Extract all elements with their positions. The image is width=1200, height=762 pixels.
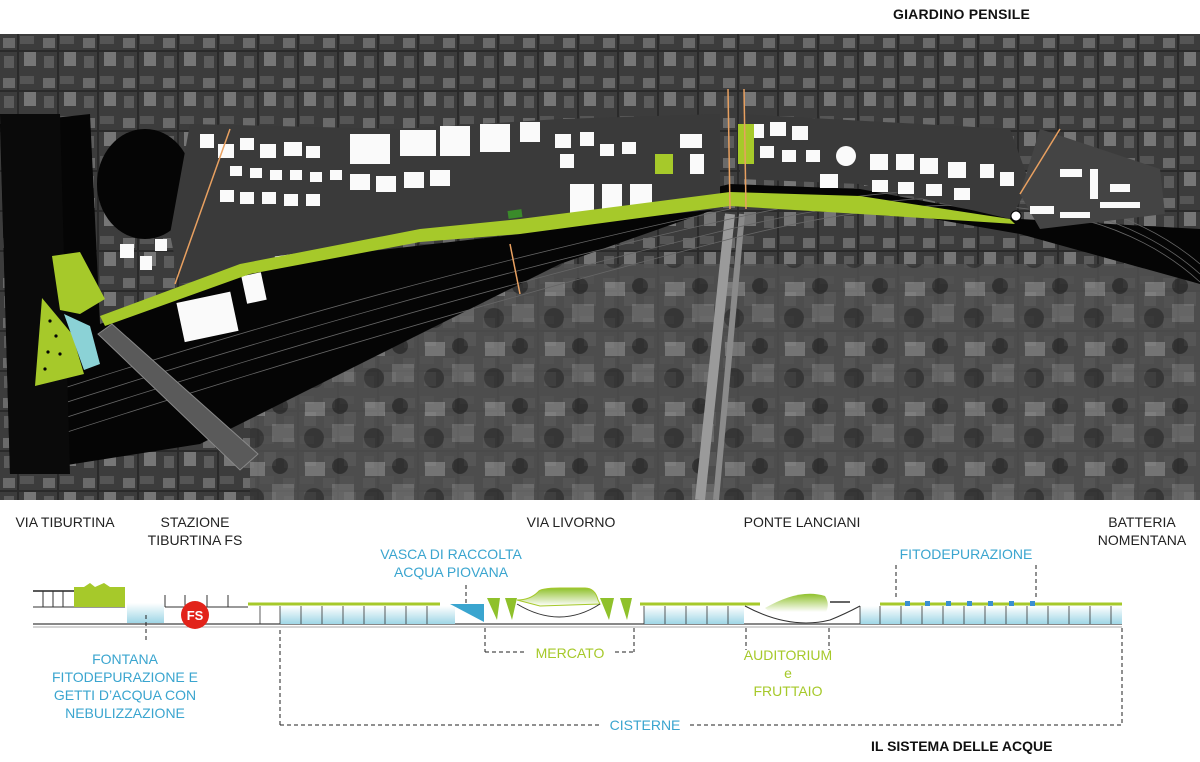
oval-block xyxy=(97,129,193,239)
svg-text:FS: FS xyxy=(187,608,204,623)
label-via-livorno: VIA LIVORNO xyxy=(526,514,616,530)
label-cisterne: CISTERNE xyxy=(609,717,681,733)
label-vasca-raccolta: VASCA DI RACCOLTA ACQUA PIOVANA xyxy=(380,546,522,580)
fs-station-badge xyxy=(181,601,209,629)
water-basin xyxy=(64,314,100,370)
green-square-livorno xyxy=(738,124,754,164)
label-stazione-tiburtina: STAZIONE TIBURTINA FS xyxy=(147,514,243,548)
roundabout xyxy=(1010,210,1022,222)
station-deck xyxy=(97,323,259,471)
label-fitodepurazione: FITODEPURAZIONE xyxy=(899,546,1033,562)
label-auditorium-fruttaio: AUDITORIUM e FRUTTAIO xyxy=(743,647,833,699)
site-plan-map xyxy=(0,34,1200,500)
hanging-garden-linear-park xyxy=(100,192,1015,326)
section-title: IL SISTEMA DELLE ACQUE xyxy=(871,738,1053,754)
label-batteria-nomentana: BATTERIA NOMENTANA xyxy=(1097,514,1187,548)
label-via-tiburtina: VIA TIBURTINA xyxy=(15,514,115,530)
green-park-triangle xyxy=(35,298,84,386)
label-ponte-lanciani: PONTE LANCIANI xyxy=(743,514,861,530)
label-mercato: MERCATO xyxy=(535,645,605,661)
plan-title: GIARDINO PENSILE xyxy=(893,6,1030,22)
water-system-section: FS xyxy=(33,565,1123,726)
label-fontana: FONTANA FITODEPURAZIONE E GETTI D’ACQUA … xyxy=(52,651,198,721)
building-footprints xyxy=(120,122,1140,343)
green-park-upper xyxy=(52,252,105,314)
